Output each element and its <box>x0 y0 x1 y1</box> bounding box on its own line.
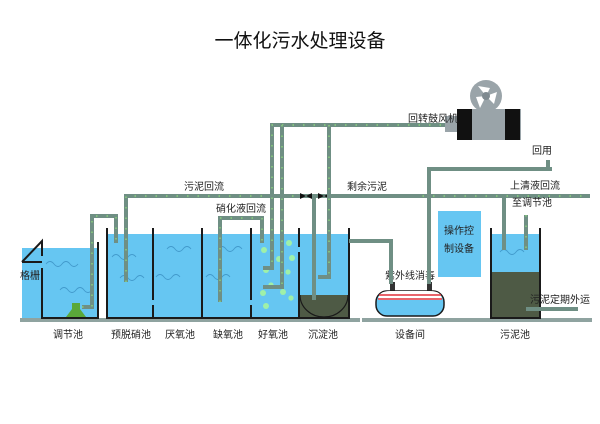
pipes <box>82 123 590 311</box>
control-equipment-box <box>438 211 481 277</box>
uv-label: 紫外线消毒 <box>385 269 435 282</box>
pump-icon <box>66 303 86 317</box>
valve-1-icon <box>300 193 312 199</box>
control-label-line2: 制设备 <box>444 242 474 255</box>
uv-disinfection-unit <box>375 282 445 317</box>
rotary-blower <box>445 80 521 140</box>
tank-label-anoxic: 缺氧池 <box>213 328 243 341</box>
tank-label-aerobic: 好氧池 <box>258 328 288 341</box>
tank-label-sedimentation: 沉淀池 <box>308 328 338 341</box>
control-label-line1: 操作控 <box>444 224 474 237</box>
supernatant-return-label-2: 至调节池 <box>512 196 552 209</box>
main-reactor <box>106 228 350 319</box>
tank-label-sludge: 污泥池 <box>500 328 530 341</box>
sludge-transport-label: 污泥定期外运 <box>530 293 590 306</box>
blower-label: 回转鼓风机 <box>408 112 458 125</box>
diagram-title: 一体化污水处理设备 <box>214 30 385 52</box>
ground-line-right <box>362 318 592 322</box>
sludge-tank <box>490 228 541 319</box>
tank-label-equalization: 调节池 <box>53 328 83 341</box>
supernatant-return-label-1: 上清液回流 <box>510 179 560 192</box>
sludge-return-label: 污泥回流 <box>184 180 224 193</box>
screen-label: 格栅 <box>20 269 40 282</box>
tank-label-pre-denitrification: 预脱硝池 <box>111 328 151 341</box>
nitrate-return-label: 硝化液回流 <box>216 202 266 215</box>
reuse-label: 回用 <box>532 145 552 157</box>
tank-label-anaerobic: 厌氧池 <box>165 328 195 341</box>
excess-sludge-label: 剩余污泥 <box>347 180 387 193</box>
ground-line-left <box>20 318 360 322</box>
tank-label-equipment-room: 设备间 <box>395 328 425 341</box>
